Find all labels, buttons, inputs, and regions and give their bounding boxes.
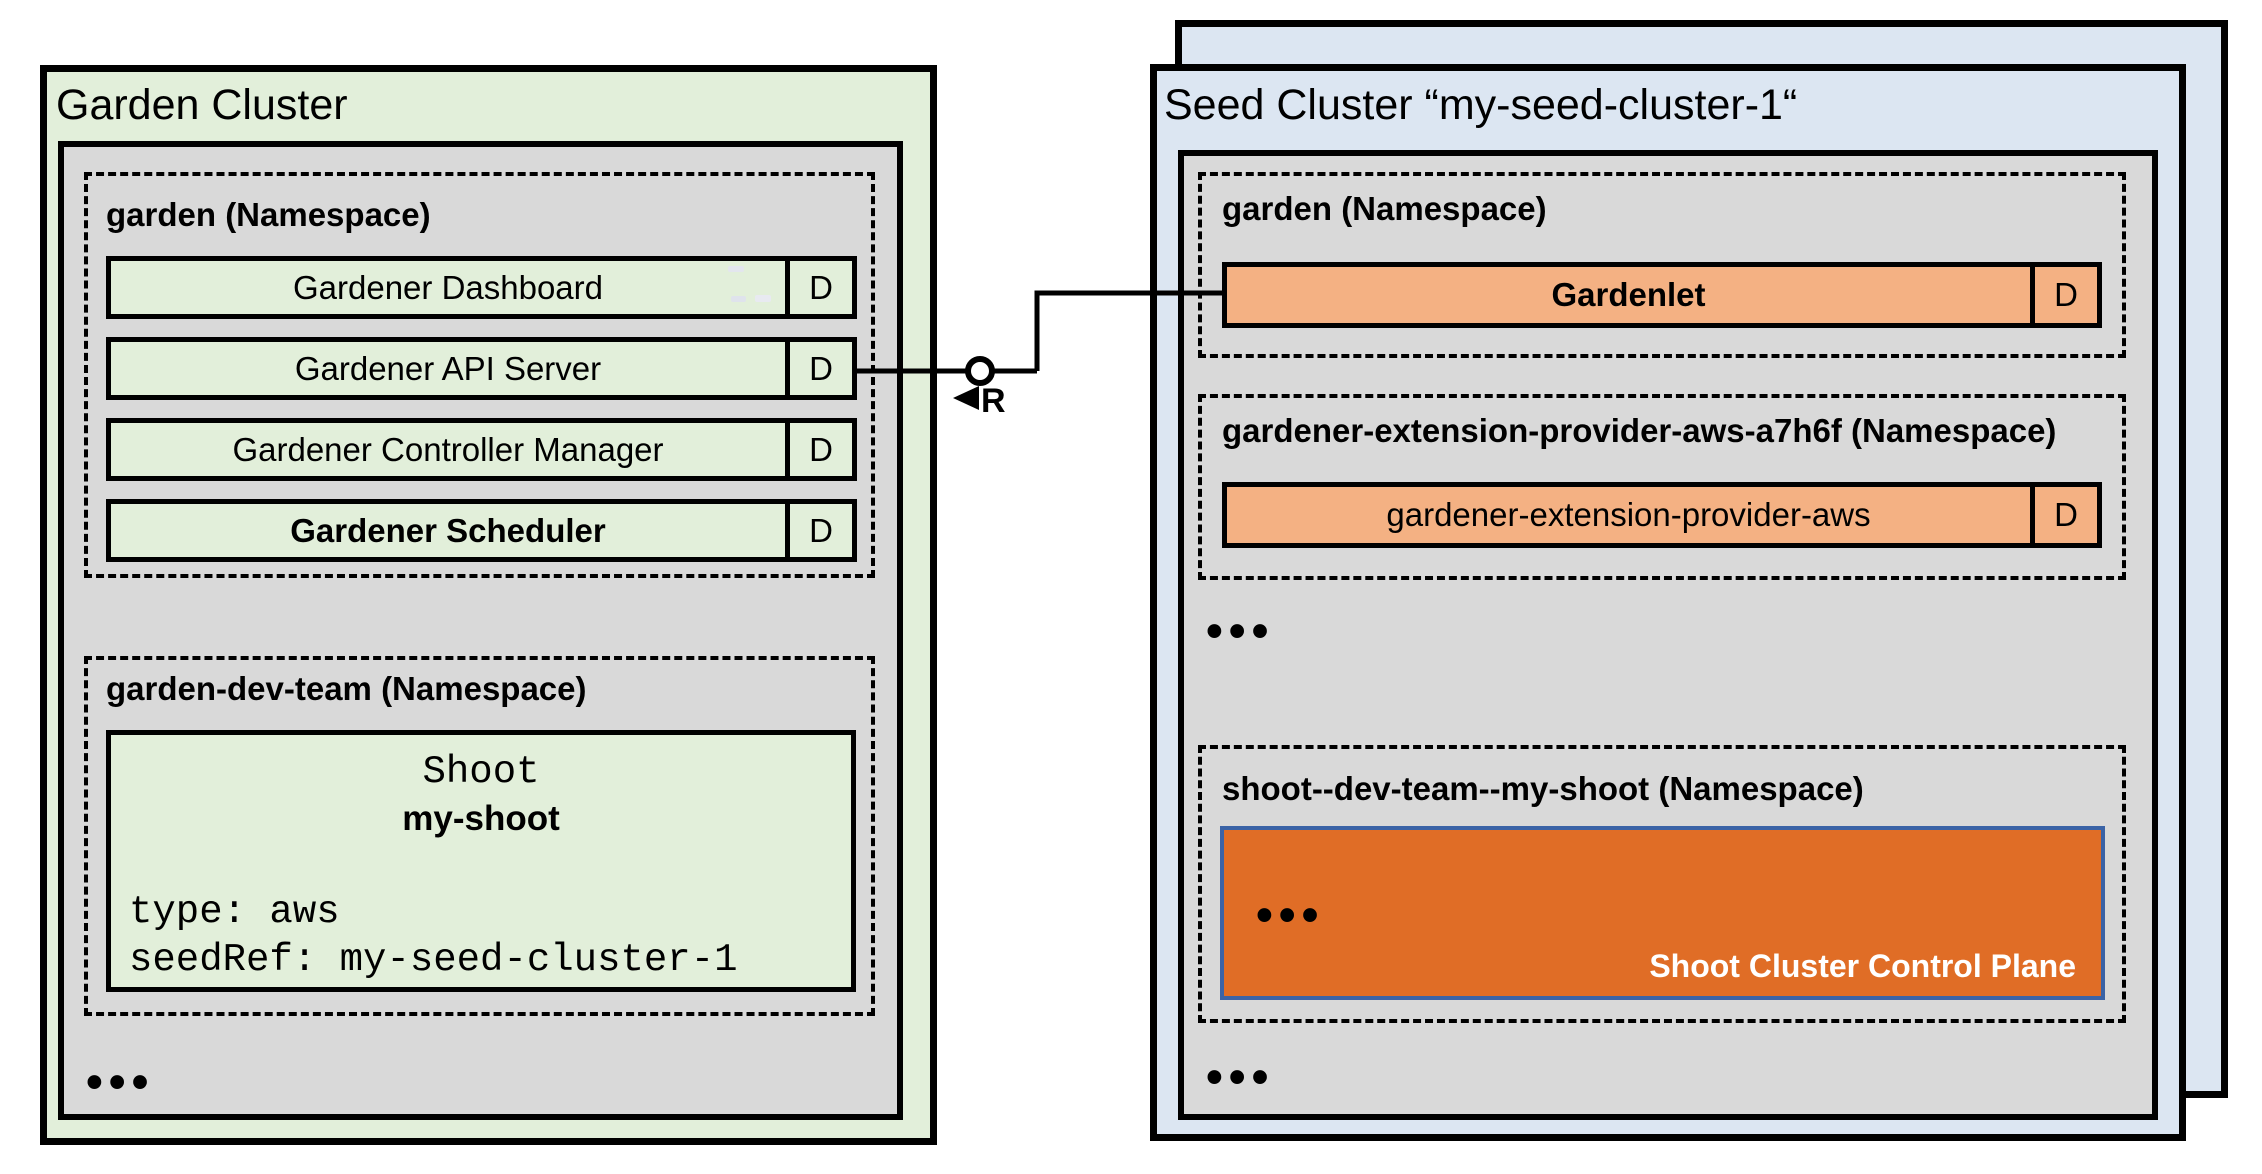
shoot-spec-seedref: seedRef: my-seed-cluster-1 (129, 938, 738, 982)
garden-dev-team-namespace-label: garden-dev-team (Namespace) (106, 670, 587, 707)
seed-cluster-bottom-ellipsis: ••• (1206, 1051, 1275, 1104)
component-row-gardener-api-server: Gardener API Server D (106, 337, 857, 400)
garden-dev-team-namespace-box (84, 656, 875, 1016)
gardener-scheduler-label: Gardener Scheduler (290, 511, 606, 549)
gardener-extension-provider-aws-deployment-badge: D (2030, 487, 2097, 543)
garden-namespace-box (84, 172, 875, 578)
component-row-gardener-extension-provider-aws: gardener-extension-provider-aws D (1222, 482, 2102, 548)
watermark-dash (731, 296, 746, 302)
extension-namespace-label: gardener-extension-provider-aws-a7h6f (N… (1222, 412, 2057, 449)
garden-namespace-label: garden (Namespace) (106, 196, 431, 233)
gardener-scheduler-deployment-badge: D (785, 504, 852, 557)
gardener-dashboard-deployment-badge: D (785, 261, 852, 314)
gardener-api-server-deployment-badge: D (785, 342, 852, 395)
watermark-dash (728, 266, 744, 272)
component-row-gardener-controller-manager: Gardener Controller Manager D (106, 418, 857, 481)
seed-garden-namespace-box (1198, 172, 2126, 358)
shoot-namespace-box (1198, 745, 2126, 1023)
shoot-resource-box: Shoot my-shoot type: aws seedRef: my-see… (106, 730, 856, 992)
reconcile-label: R (981, 382, 1006, 420)
seed-garden-namespace-label: garden (Namespace) (1222, 190, 1547, 227)
shoot-namespace-label: shoot--dev-team--my-shoot (Namespace) (1222, 770, 1864, 807)
component-row-gardener-dashboard: Gardener Dashboard D (106, 256, 857, 319)
component-row-gardener-scheduler: Gardener Scheduler D (106, 499, 857, 562)
gardener-api-server-label: Gardener API Server (294, 349, 602, 387)
gardener-extension-provider-aws-label: gardener-extension-provider-aws (1386, 496, 1871, 533)
gardener-dashboard-label: Gardener Dashboard (292, 268, 604, 306)
watermark-dash (755, 295, 771, 302)
connector-socket-circle (965, 356, 995, 386)
extension-namespace-box (1198, 394, 2126, 580)
gardenlet-deployment-badge: D (2030, 267, 2097, 323)
reconcile-arrow-icon (953, 386, 979, 410)
shoot-spec-type: type: aws (129, 890, 340, 934)
gardener-controller-manager-label: Gardener Controller Manager (232, 430, 664, 468)
seed-cluster-title: Seed Cluster “my-seed-cluster-1“ (1164, 81, 1798, 129)
shoot-resource-name: my-shoot (402, 799, 560, 838)
shoot-resource-kind: Shoot (422, 750, 540, 794)
seed-cluster-mid-ellipsis: ••• (1206, 605, 1275, 658)
garden-cluster-ellipsis: ••• (86, 1056, 155, 1109)
shoot-cluster-control-plane-label: Shoot Cluster Control Plane (1649, 948, 2076, 984)
control-plane-ellipsis: ••• (1256, 889, 1325, 942)
component-row-gardenlet: Gardenlet D (1222, 262, 2102, 328)
gardenlet-label: Gardenlet (1551, 276, 1706, 313)
shoot-cluster-control-plane-box: ••• Shoot Cluster Control Plane (1220, 826, 2105, 1000)
gardener-controller-manager-deployment-badge: D (785, 423, 852, 476)
garden-cluster-title: Garden Cluster (56, 81, 348, 129)
